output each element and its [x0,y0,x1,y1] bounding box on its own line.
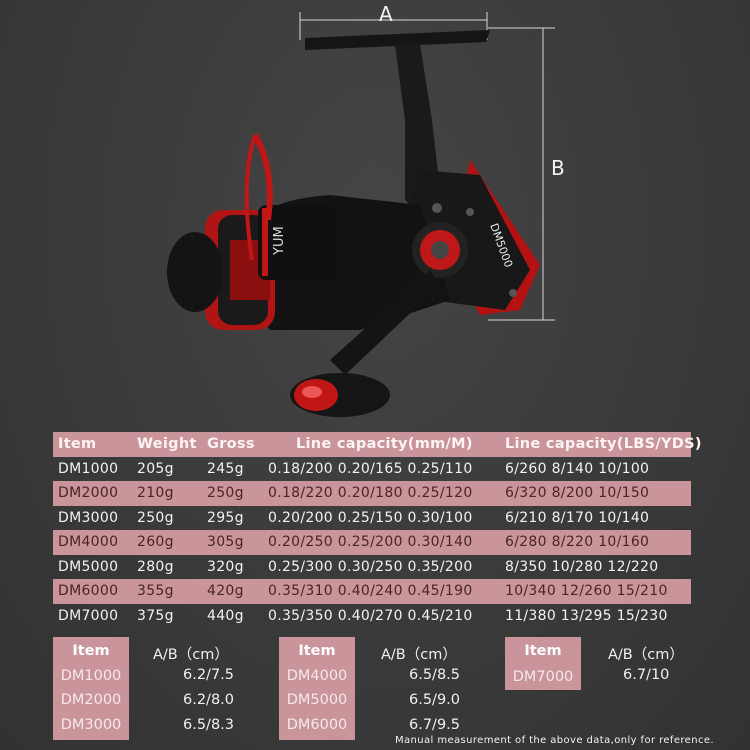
cell-weight: 260g [137,534,174,550]
dim-cell-item: DM2000 [60,692,122,708]
cell-line-lbs: 6/280 8/220 10/160 [505,534,650,550]
dim-col-header-item: Item [505,637,581,666]
cell-gross: 305g [207,534,244,550]
dimension-label-a: A [379,2,393,26]
col-header-weight: Weight [137,436,197,452]
cell-item: DM2000 [58,485,119,501]
dim-cell-item: DM4000 [286,668,348,684]
cell-weight: 205g [137,460,174,477]
table-row: DM5000 280g 320g 0.25/300 0.30/250 0.35/… [53,555,691,580]
table-row: DM2000 210g 250g 0.18/220 0.20/180 0.25/… [53,481,691,506]
dim-cell-item: DM5000 [286,692,348,708]
table-row: DM3000 250g 295g 0.20/200 0.25/150 0.30/… [53,506,691,531]
cell-item: DM1000 [58,460,119,477]
cell-item: DM4000 [58,534,119,550]
reel-bail-icon [252,133,273,221]
cell-line-mm: 0.18/220 0.20/180 0.25/120 [268,485,473,501]
col-header-gross: Gross [207,436,255,452]
dim-cell-value: 6.2/7.5 [183,667,235,683]
cell-line-lbs: 11/380 13/295 15/230 [505,607,668,624]
spec-table-header: Item Weight Gross Line capacity(mm/M) Li… [53,432,701,457]
cell-line-lbs: 8/350 10/280 12/220 [505,558,659,575]
table-row: DM4000 260g 305g 0.20/250 0.25/200 0.30/… [53,530,691,555]
measurement-note: Manual measurement of the above data,onl… [395,735,715,746]
cell-gross: 420g [207,583,244,599]
dimension-table-3: Item A/B（cm） DM7000 6.7/10 [505,637,705,697]
dim-cell-value: 6.2/8.0 [183,692,235,708]
col-header-line-capacity-lbs: Line capacity(LBS/YDS) [505,436,702,452]
cell-gross: 250g [207,485,244,501]
cell-weight: 355g [137,583,174,599]
dim-cell-item: DM6000 [286,717,348,733]
reel-spool-icon: YUM [167,205,338,330]
cell-line-mm: 0.35/350 0.40/270 0.45/210 [268,607,473,624]
dim-cell-value: 6.7/9.5 [409,717,461,733]
dim-col-header-item: Item [53,637,129,666]
dimension-table-2: Item A/B（cm） DM4000 DM5000 DM6000 6.5/8.… [279,637,489,740]
dim-col-header-ab: A/B（cm） [381,647,457,663]
cell-line-lbs: 6/260 8/140 10/100 [505,460,650,477]
dim-cell-value: 6.5/8.5 [409,667,461,683]
cell-line-mm: 0.35/310 0.40/240 0.45/190 [268,583,473,599]
dim-col-header-ab: A/B（cm） [608,647,684,663]
cell-weight: 375g [137,607,174,624]
table-row: DM7000 375g 440g 0.35/350 0.40/270 0.45/… [53,604,691,629]
cell-weight: 210g [137,485,174,501]
cell-line-lbs: 6/320 8/200 10/150 [505,485,650,501]
dim-cell-value: 6.7/10 [623,667,670,683]
dim-cell-item: DM1000 [60,668,122,684]
dim-cell-value: 6.5/8.3 [183,717,235,733]
dim-cell-item: DM3000 [60,717,122,733]
dimension-line-b [488,27,555,321]
cell-line-mm: 0.25/300 0.30/250 0.35/200 [268,558,473,575]
cell-item: DM3000 [58,509,119,526]
cell-gross: 440g [207,607,244,624]
cell-line-lbs: 10/340 12/260 15/210 [505,583,668,599]
cell-gross: 245g [207,460,244,477]
dimension-table-1: Item A/B（cm） DM1000 DM2000 DM3000 6.2/7.… [53,637,253,740]
cell-line-mm: 0.20/250 0.25/200 0.30/140 [268,534,473,550]
cell-line-mm: 0.20/200 0.25/150 0.30/100 [268,509,473,526]
reel-handle-icon [290,270,440,417]
cell-item: DM6000 [58,583,119,599]
fishing-reel-illustration: DM5000 YUM [167,12,555,417]
col-header-line-capacity-mm: Line capacity(mm/M) [296,436,473,452]
cell-line-mm: 0.18/200 0.20/165 0.25/110 [268,460,473,477]
spec-table: Item Weight Gross Line capacity(mm/M) Li… [53,432,701,629]
svg-text:YUM: YUM [272,226,287,256]
col-header-item: Item [58,436,97,452]
dimension-label-b: B [551,156,565,180]
dim-col-header-item: Item [279,637,355,666]
cell-line-lbs: 6/210 8/170 10/140 [505,509,650,526]
table-row: DM6000 355g 420g 0.35/310 0.40/240 0.45/… [53,579,691,604]
dim-col-header-ab: A/B（cm） [153,647,229,663]
cell-weight: 250g [137,509,174,526]
cell-item: DM5000 [58,558,119,575]
table-row: DM1000 205g 245g 0.18/200 0.20/165 0.25/… [53,457,691,482]
dim-cell-item: DM7000 [505,666,581,690]
dim-cell-bg [53,666,129,740]
cell-gross: 320g [207,558,244,575]
cell-gross: 295g [207,509,244,526]
dim-cell-value: 6.5/9.0 [409,692,461,708]
cell-weight: 280g [137,558,174,575]
cell-item: DM7000 [58,607,119,624]
dim-cell-bg [279,666,355,740]
